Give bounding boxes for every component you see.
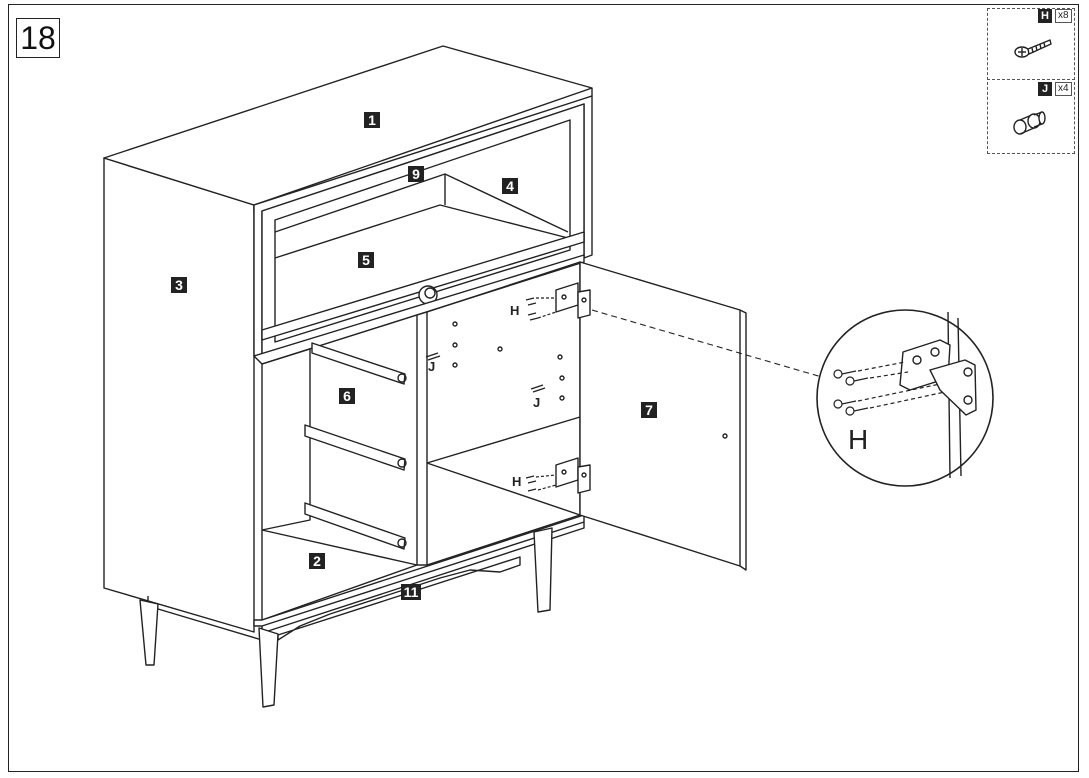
drawer-slide — [304, 424, 407, 471]
side-panel — [103, 157, 255, 633]
step-number: 18 — [16, 18, 60, 58]
panel-label-11: 11 — [404, 584, 419, 600]
dowel-pin-icon — [1013, 111, 1046, 135]
panel-tag-1 — [364, 112, 380, 128]
drawer-slide — [304, 502, 407, 550]
cabinet-door — [579, 261, 741, 567]
drawer-slide — [311, 342, 407, 385]
panel-label-2: 2 — [313, 553, 321, 569]
callout-j-left: J — [428, 359, 435, 374]
panel-tag-3 — [171, 277, 187, 293]
leg — [258, 627, 279, 708]
hardware-qty-j: x4 — [1055, 82, 1072, 96]
hinge-detail — [816, 309, 994, 487]
callout-j-mid: J — [533, 395, 540, 410]
leg — [533, 527, 553, 613]
panel-label-6: 6 — [343, 388, 351, 404]
panel-label-9: 9 — [412, 166, 420, 182]
panel-label-1: 1 — [368, 112, 376, 128]
panel-label-4: 4 — [506, 178, 514, 194]
panel-tag-5 — [358, 252, 374, 268]
hardware-qty-h: x8 — [1055, 9, 1072, 23]
panel-label-5: 5 — [362, 252, 370, 268]
panel-tag-9 — [408, 166, 424, 182]
panel-label-7: 7 — [645, 402, 653, 418]
panel-tag-4 — [502, 178, 518, 194]
hinge-top — [555, 282, 591, 319]
callout-h-detail: H — [848, 424, 868, 455]
panel-label-3: 3 — [175, 277, 183, 293]
diagram-frame — [8, 4, 1079, 772]
hardware-letter-h: H — [1038, 9, 1052, 23]
screw-icon — [1014, 39, 1052, 58]
hinge-bottom — [555, 457, 591, 494]
hardware-letter-j: J — [1038, 82, 1052, 96]
callout-h-bottom: H — [512, 474, 521, 489]
panel-tag-6 — [339, 388, 355, 404]
callout-h-top: H — [510, 303, 519, 318]
hardware-divider — [987, 79, 1075, 80]
panel-tag-11 — [401, 584, 421, 600]
panel-tag-2 — [309, 553, 325, 569]
panel-tag-7 — [641, 402, 657, 418]
leg — [139, 599, 159, 666]
hardware-list — [987, 8, 1075, 154]
